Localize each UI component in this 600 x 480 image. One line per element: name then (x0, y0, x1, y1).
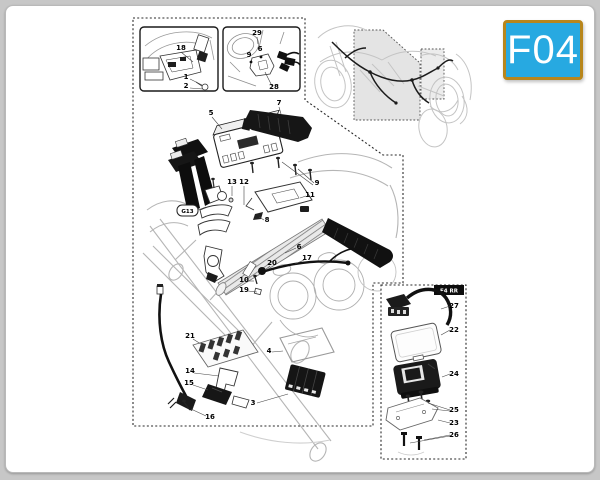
part-label-24: 24 (449, 370, 459, 378)
f4rr-module-22 (390, 322, 442, 363)
connector-20 (258, 267, 266, 275)
wiring-loom-6 (215, 218, 393, 296)
part-label-13: 13 (227, 178, 237, 186)
part-label-26: 26 (449, 431, 459, 439)
part-label-29: 29 (252, 29, 262, 37)
bike-outline (314, 25, 472, 148)
part-label-20: 20 (267, 259, 277, 267)
part-label-17: 17 (302, 254, 312, 262)
bike-overview (314, 25, 472, 148)
part-label-19: 19 (239, 286, 249, 294)
part-label-27: 27 (449, 302, 459, 310)
connector-block-3 (285, 364, 326, 398)
part-label-12: 12 (239, 178, 249, 186)
harness-connectors (368, 66, 440, 105)
part-label-9: 9 (247, 51, 252, 59)
part-label-6: 6 (297, 243, 302, 251)
part-label-11: 11 (305, 191, 315, 199)
fuse-box-21 (192, 329, 259, 368)
leader-lines (180, 36, 451, 444)
inset-box-a (139, 26, 219, 92)
harness-overview (331, 41, 454, 104)
screws-9 (250, 156, 312, 181)
part-label-14: 14 (185, 367, 195, 375)
f4rr-bracket-23 (385, 397, 439, 431)
part-label-7: 7 (277, 99, 282, 107)
f4rr-badge-text: F4 RR (440, 289, 459, 295)
part-label-22: 22 (449, 326, 459, 334)
overview-highlight-zone (353, 29, 421, 121)
part-label-6: 6 (258, 45, 263, 53)
part-label-16: 16 (205, 413, 215, 421)
part-label-8: 8 (265, 216, 270, 224)
sensor-group (197, 177, 234, 283)
part-label-21: 21 (185, 332, 195, 340)
part-label-25: 25 (449, 406, 459, 414)
part-label-10: 10 (239, 276, 249, 284)
part-label-18: 18 (176, 44, 186, 52)
part-label-23: 23 (449, 419, 459, 427)
part-label-5: 5 (209, 109, 214, 117)
connector-g13-badge: G13 (176, 204, 199, 217)
inset-box-b (222, 26, 301, 92)
part-label-4: 4 (267, 347, 272, 355)
plate-11 (245, 181, 313, 213)
f4rr-bolts-26 (397, 432, 425, 456)
part-label-9: 9 (315, 179, 320, 187)
bracket-14-switch-15 (182, 367, 250, 411)
f4rr-connector-27 (386, 287, 453, 326)
f4rr-badge (434, 285, 464, 295)
stand-cable (156, 284, 196, 411)
bracket-7 (241, 110, 312, 142)
part-label-1: 1 (184, 73, 189, 81)
page-code-text: F04 (507, 27, 579, 72)
page-code-badge: F04 (503, 20, 583, 80)
cable-17 (258, 247, 362, 275)
overview-highlight-zone-2 (420, 48, 445, 100)
f4rr-box: F4 RR (380, 284, 467, 460)
g13-label: G13 (181, 209, 193, 215)
part-label-3: 3 (251, 399, 256, 407)
part-label-2: 2 (184, 82, 189, 90)
part-label-15: 15 (184, 379, 194, 387)
main-diagram-border (132, 17, 404, 427)
part-label-28: 28 (269, 83, 279, 91)
ecu-connectors (168, 137, 216, 214)
fasteners-10-19 (253, 274, 262, 296)
